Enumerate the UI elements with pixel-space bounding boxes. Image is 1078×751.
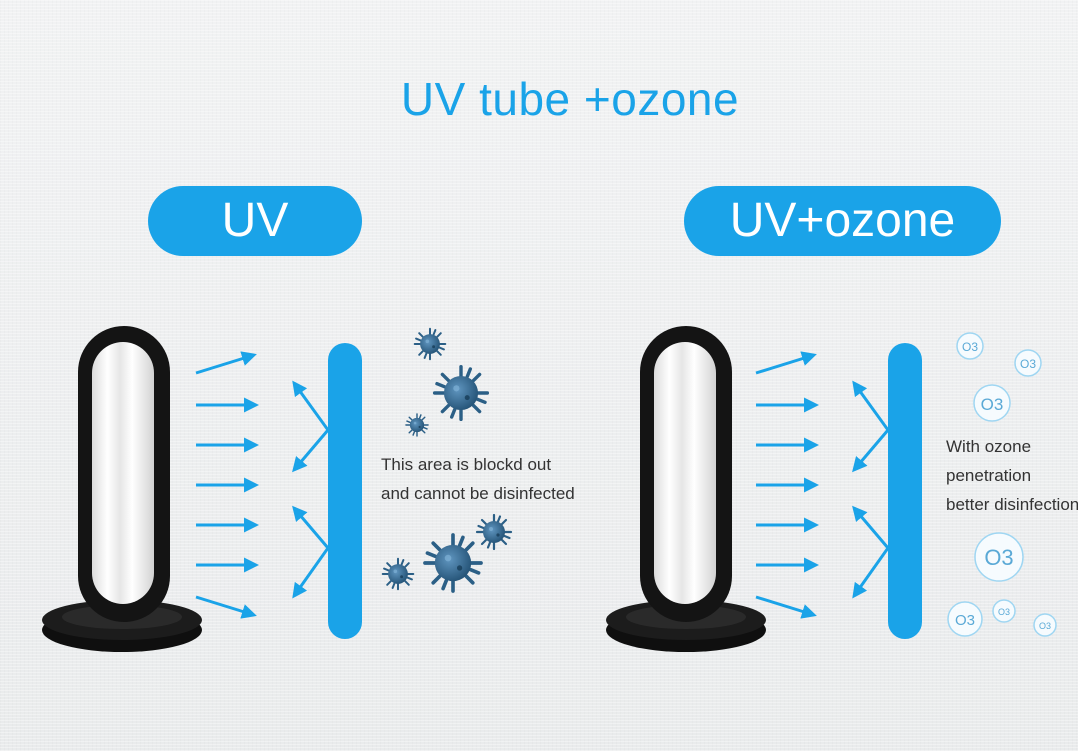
uv-lamp-left: [42, 326, 202, 652]
ozone-molecules: [947, 332, 1057, 637]
page-title: UV tube +ozone: [400, 73, 740, 125]
ozone-label: O3: [998, 607, 1010, 617]
ozone-label: O3: [981, 395, 1004, 414]
note-line: and cannot be disinfected: [381, 484, 575, 503]
uv-ozone-label-pill: UV+ozone: [684, 186, 1001, 256]
uv-label-pill: UV: [148, 186, 362, 256]
ozone-label: O3: [955, 612, 975, 629]
reflected-rays-left: [292, 380, 330, 599]
ozone-labels: O3 O3 O3 O3 O3 O3 O3: [955, 340, 1051, 631]
note-line: penetration: [946, 466, 1032, 485]
ozone-label: O3: [962, 340, 978, 354]
barrier-left: [328, 343, 362, 639]
note-line: With ozone: [946, 437, 1032, 456]
uv-lamp-right: [606, 326, 766, 652]
uv-rays-right: [755, 351, 819, 619]
ozone-label: O3: [984, 545, 1013, 570]
note-line: This area is blockd out: [381, 455, 552, 474]
ozone-note: With ozone penetration better disinfecti…: [946, 432, 1078, 519]
barrier-right: [888, 343, 922, 639]
note-line: better disinfection: [946, 495, 1078, 514]
ozone-label: O3: [1020, 357, 1036, 371]
reflected-rays-right: [852, 380, 890, 599]
ozone-label: O3: [1039, 621, 1051, 631]
blocked-area-note: This area is blockd out and cannot be di…: [381, 450, 575, 508]
uv-rays-left: [195, 351, 259, 619]
